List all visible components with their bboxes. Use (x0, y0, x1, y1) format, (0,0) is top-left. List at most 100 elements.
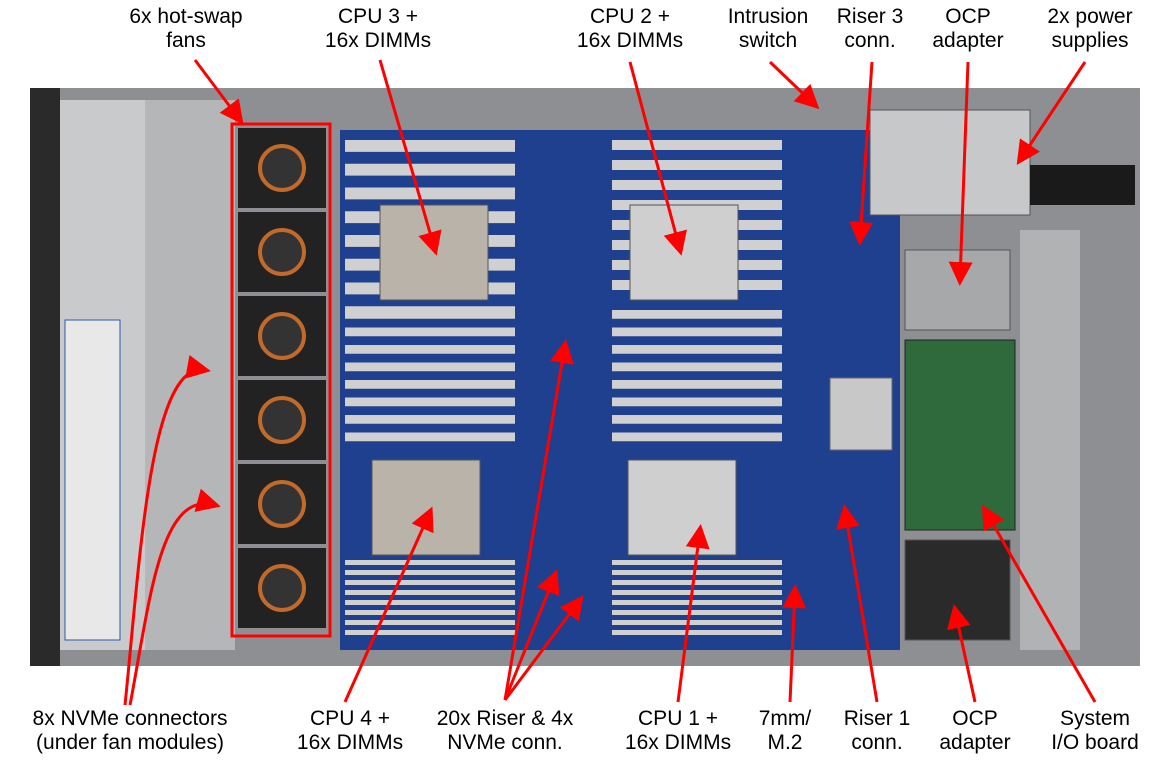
dimm-slot (345, 327, 515, 337)
label-line: OCP (952, 707, 998, 730)
dimm-slot (612, 180, 782, 190)
label-line: M.2 (767, 731, 803, 754)
rear-rail (1020, 230, 1080, 650)
dimm-slot (612, 397, 782, 407)
arrow-nvme (128, 488, 221, 706)
fan-rotor (258, 312, 306, 360)
dimm-slot (612, 590, 782, 595)
arrow-riser1 (836, 504, 879, 703)
dimm-slot (345, 310, 515, 319)
dimm-slot (345, 432, 515, 442)
label-line: 8x NVMe connectors (32, 707, 228, 730)
arrow-nvme (123, 355, 211, 706)
psu-handle (1030, 165, 1135, 205)
dimm-slot (612, 620, 782, 625)
dimm-slot (345, 345, 515, 354)
dimm-slot (612, 610, 782, 615)
label-line: 16x DIMMs (296, 731, 404, 754)
dimm-slot (345, 380, 515, 389)
label-line: CPU 3 + (338, 5, 418, 28)
arrow-riser20 (503, 595, 584, 701)
fan-highlight-box (230, 122, 332, 638)
dimm-slot (612, 345, 782, 354)
arrow-riser20 (503, 569, 560, 701)
dimm-slot (345, 570, 515, 575)
label-line: 6x hot-swap (129, 5, 243, 28)
label-line: switch (738, 29, 798, 52)
label-line: 20x Riser & 4x (436, 707, 574, 730)
arrow-psu (1016, 61, 1087, 166)
label-line: fans (166, 29, 206, 52)
dimm-slot (612, 600, 782, 605)
label-line: OCP (945, 5, 991, 28)
dimm-slot (612, 362, 782, 372)
arrow-m2 (782, 584, 807, 703)
dimm-slot (345, 187, 515, 200)
arrow-fans (193, 59, 244, 125)
label-line: (under fan modules) (36, 731, 224, 754)
dimm-slot (345, 560, 515, 565)
dimm-slot (345, 620, 515, 625)
arrow-cpu2 (628, 61, 687, 256)
label-line: conn. (851, 731, 903, 754)
dimm-slot (612, 415, 782, 424)
fan-rotor (258, 144, 306, 192)
label-cpu4: CPU 4 +16x DIMMs (297, 707, 403, 755)
label-line: I/O board (1051, 731, 1139, 754)
dimm-slot (612, 310, 782, 319)
cpu1-heatsink (627, 459, 737, 556)
label-line: CPU 1 + (638, 707, 718, 730)
label-line: 16x DIMMs (576, 29, 684, 52)
fan-rotor (258, 228, 306, 276)
label-line: NVMe conn. (447, 731, 563, 754)
label-line: 16x DIMMs (324, 29, 432, 52)
arrow-riser3 (849, 61, 874, 246)
label-line: Riser 3 (836, 5, 904, 28)
fan-rotor (258, 564, 306, 612)
label-m2: 7mm/M.2 (759, 707, 812, 755)
label-line: 16x DIMMs (624, 731, 732, 754)
arrow-intrusion (768, 60, 820, 110)
dimm-slot (612, 380, 782, 389)
arrow-ocp-top (948, 61, 973, 286)
arrow-riser20 (503, 339, 574, 701)
dimm-slot (612, 630, 782, 635)
dimm-slot (612, 570, 782, 575)
dimm-slot (345, 630, 515, 635)
dimm-slot (612, 160, 782, 170)
dimm-slot (345, 600, 515, 605)
dimm-slot (612, 140, 782, 150)
label-cpu2: CPU 2 +16x DIMMs (577, 5, 683, 53)
label-line: CPU 2 + (590, 5, 670, 28)
label-line: Intrusion (727, 5, 809, 28)
label-line: 2x power (1047, 5, 1133, 28)
dimm-slot (612, 327, 782, 337)
arrow-cpu3 (378, 59, 442, 256)
arrow-cpu1 (676, 524, 710, 703)
dimm-slot (345, 590, 515, 595)
arrow-cpu4 (343, 506, 434, 703)
arrow-sysio (982, 504, 1097, 703)
dimm-slot (612, 432, 782, 442)
label-line: System (1059, 707, 1130, 730)
dimm-slot (345, 362, 515, 372)
cpu3-heatsink (379, 204, 489, 301)
label-line: Riser 1 (843, 707, 911, 730)
fan-modules (238, 128, 326, 628)
front-bezel (30, 88, 60, 666)
label-line: adapter (932, 29, 1004, 52)
system-io-board (904, 339, 1016, 531)
pch-heatsink (829, 377, 893, 451)
power-supply (869, 109, 1031, 216)
